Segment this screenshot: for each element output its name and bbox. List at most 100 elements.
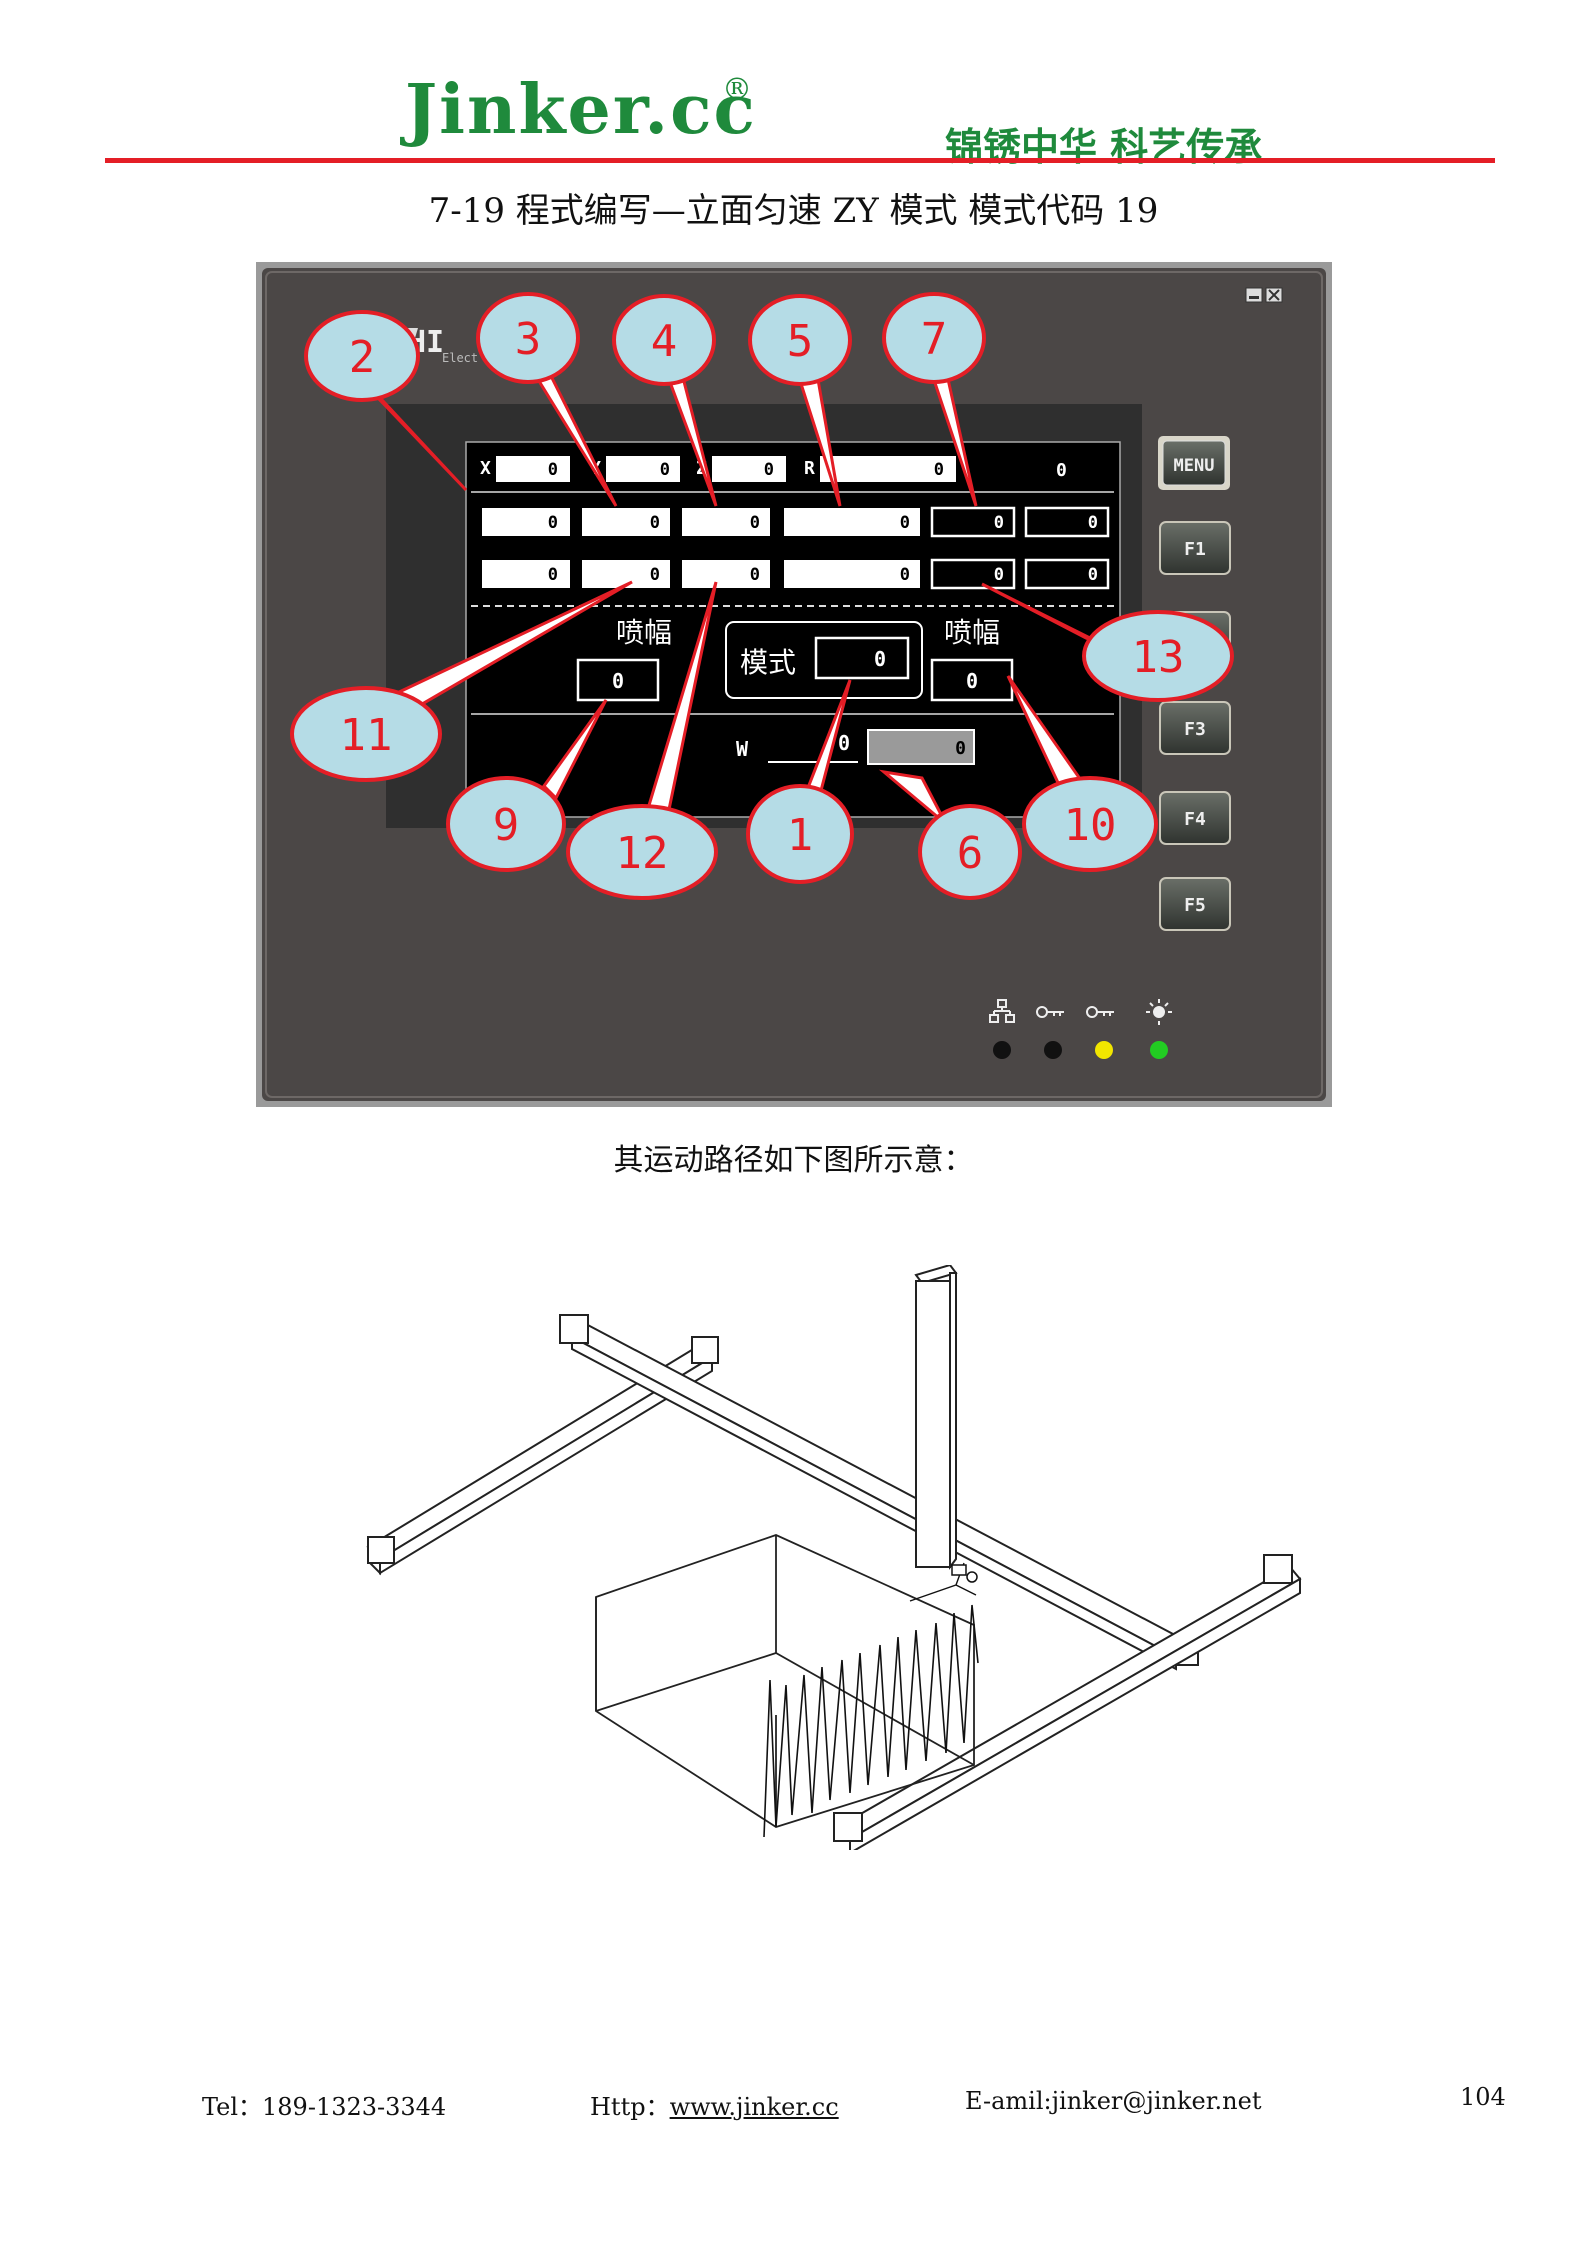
row1-field-2[interactable] xyxy=(582,508,670,536)
axis-field-x[interactable] xyxy=(496,456,570,482)
cross-beam xyxy=(570,1321,1192,1659)
callout-13-label: 13 xyxy=(1132,632,1185,683)
row1-field-3[interactable] xyxy=(682,508,770,536)
close-icon[interactable] xyxy=(1265,287,1283,303)
mode-value: 0 xyxy=(874,647,886,671)
axis-field-y[interactable] xyxy=(606,456,680,482)
vertical-column xyxy=(915,1280,951,1568)
callout-7-bubble xyxy=(882,292,986,384)
callout-2-bubble xyxy=(304,310,420,402)
callout-1-bubble xyxy=(746,784,854,884)
row2-value-6: 0 xyxy=(1088,565,1098,585)
row2-value-4: 0 xyxy=(900,565,910,585)
workpiece-box xyxy=(595,1534,975,1828)
spray-width-field-right[interactable] xyxy=(930,658,1014,702)
network-icon xyxy=(989,999,1015,1023)
axis-label-x: X xyxy=(480,458,491,479)
row2-field-5[interactable] xyxy=(930,558,1016,590)
callout-6-bubble xyxy=(918,804,1022,900)
axis-value-y: 0 xyxy=(660,460,670,480)
status-led-1 xyxy=(993,1041,1011,1059)
menu-button[interactable]: MENU xyxy=(1158,436,1230,490)
callout-6-pointer xyxy=(878,769,948,826)
row1-field-6[interactable] xyxy=(1024,506,1110,538)
f1-button[interactable]: F1 xyxy=(1159,521,1231,575)
row1-field-5[interactable] xyxy=(930,506,1016,538)
footer-tel: Tel：189-1323-3344 xyxy=(202,2093,447,2121)
spray-width-value-left: 0 xyxy=(612,669,624,693)
callout-6-label: 6 xyxy=(957,828,984,879)
row2-value-1: 0 xyxy=(548,565,558,585)
row1-value-1: 0 xyxy=(548,513,558,533)
row2-field-6[interactable] xyxy=(1024,558,1110,590)
f5-button-label: F5 xyxy=(1184,895,1206,916)
row1-value-6: 0 xyxy=(1088,513,1098,533)
w-value: 0 xyxy=(838,731,850,755)
axis-label-r: R xyxy=(804,458,815,479)
brand-logo: Jinker.cc xyxy=(405,70,757,150)
axis-value-x: 0 xyxy=(548,460,558,480)
spray-gun-icon xyxy=(951,1564,978,1583)
page-number: 104 xyxy=(1460,2083,1506,2111)
figure-caption: 其运动路径如下图所示意： xyxy=(613,1143,974,1178)
f3-button-label: F3 xyxy=(1184,719,1206,740)
row1-value-3: 0 xyxy=(750,513,760,533)
f4-button[interactable]: F4 xyxy=(1159,791,1231,845)
hmi-panel: HI Elect X 0 Y 0 Z 0 R 0 0 0 0 0 0 0 0 0… xyxy=(256,262,1332,1107)
callout-9-bubble xyxy=(446,776,566,872)
f3-button[interactable]: F3 xyxy=(1159,701,1231,755)
callout-10-bubble xyxy=(1022,776,1158,872)
footer-http-label: Http： xyxy=(590,2093,670,2121)
hmi-logo-sub: Elect xyxy=(442,351,478,365)
status-led-4 xyxy=(1150,1041,1168,1059)
status-led-3 xyxy=(1095,1041,1113,1059)
row2-field-3[interactable] xyxy=(682,560,770,588)
spray-width-label-right: 喷幅 xyxy=(944,616,1000,649)
callout-3-bubble xyxy=(476,292,580,384)
light-icon xyxy=(1146,999,1172,1025)
row2-field-4[interactable] xyxy=(784,560,920,588)
key-icon-1 xyxy=(1036,1006,1064,1018)
left-rail-back-end xyxy=(691,1336,719,1364)
top-right-value: 0 xyxy=(1056,460,1067,481)
left-rail-front-end xyxy=(367,1536,395,1564)
row1-field-1[interactable] xyxy=(482,508,570,536)
axis-field-r[interactable] xyxy=(820,456,956,482)
right-rail-front-end xyxy=(833,1812,863,1842)
w-box-value: 0 xyxy=(955,738,966,759)
right-rail-back-end xyxy=(1263,1554,1293,1584)
footer-email: E-amil:jinker@jinker.net xyxy=(965,2087,1262,2115)
minimize-icon[interactable] xyxy=(1245,287,1263,303)
mode-group xyxy=(725,621,923,699)
row1-value-2: 0 xyxy=(650,513,660,533)
callout-2-label: 2 xyxy=(349,332,376,383)
spray-width-label-left: 喷幅 xyxy=(616,616,672,649)
footer-http: Http：www.jinker.cc xyxy=(590,2087,839,2122)
w-box[interactable] xyxy=(867,729,975,765)
mode-label: 模式 xyxy=(740,646,796,679)
spray-path xyxy=(763,1604,979,1838)
callout-10-label: 10 xyxy=(1064,800,1117,851)
row1-value-4: 0 xyxy=(900,513,910,533)
status-led-2 xyxy=(1044,1041,1062,1059)
section-title: 7-19 程式编写—立面匀速 ZY 模式 模式代码 19 xyxy=(428,191,1159,231)
callout-12-bubble xyxy=(566,804,718,900)
axis-value-z: 0 xyxy=(764,460,774,480)
row1-field-4[interactable] xyxy=(784,508,920,536)
callout-13-bubble xyxy=(1082,610,1234,702)
footer-website-link[interactable]: www.jinker.cc xyxy=(669,2093,839,2121)
callout-12-label: 12 xyxy=(616,828,669,879)
callout-4-label: 4 xyxy=(651,316,678,367)
row2-field-1[interactable] xyxy=(482,560,570,588)
f5-button[interactable]: F5 xyxy=(1159,877,1231,931)
menu-button-label: MENU xyxy=(1174,456,1215,476)
callout-9-label: 9 xyxy=(493,800,520,851)
spray-width-field-left[interactable] xyxy=(576,658,660,702)
callout-5-bubble xyxy=(748,294,852,386)
mode-field[interactable] xyxy=(814,636,910,680)
row2-value-3: 0 xyxy=(750,565,760,585)
motion-path-diagram xyxy=(366,1265,1302,1850)
f4-button-label: F4 xyxy=(1184,809,1206,830)
callout-1-label: 1 xyxy=(787,810,814,861)
axis-field-z[interactable] xyxy=(712,456,786,482)
